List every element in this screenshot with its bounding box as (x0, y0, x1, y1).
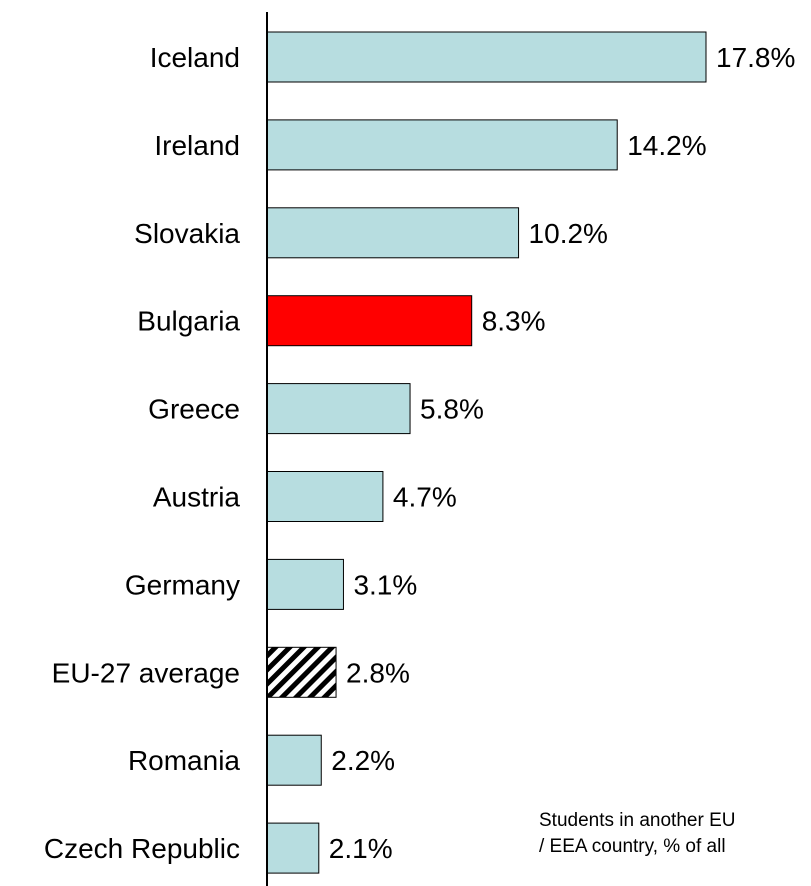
bar-czech-republic (266, 822, 320, 874)
value-label-romania: 2.2% (331, 745, 395, 776)
bar-austria (266, 471, 384, 522)
bar-greece (266, 383, 411, 435)
value-label-germany: 3.1% (353, 569, 417, 600)
bars-group (266, 31, 707, 874)
category-label-greece: Greece (148, 394, 240, 425)
footnote-line-1: Students in another EU (539, 810, 736, 831)
bar-germany (266, 558, 344, 610)
value-label-bulgaria: 8.3% (482, 306, 546, 337)
category-label-germany: Germany (125, 569, 240, 600)
chart-footnote: Students in another EU / EEA country, % … (539, 808, 809, 860)
value-label-czech-republic: 2.1% (329, 833, 393, 864)
category-label-iceland: Iceland (150, 42, 240, 73)
bar-slovakia (266, 207, 520, 259)
bar-iceland (266, 31, 707, 83)
category-label-romania: Romania (128, 745, 240, 776)
bar-ireland (266, 119, 618, 171)
category-label-bulgaria: Bulgaria (137, 306, 240, 337)
value-label-greece: 5.8% (420, 394, 484, 425)
category-label-ireland: Ireland (154, 130, 240, 161)
category-label-czech-republic: Czech Republic (44, 833, 240, 864)
bar-romania (266, 734, 322, 786)
category-label-austria: Austria (153, 482, 241, 513)
labels-group: Iceland 17.8% Ireland 14.2% Slovakia 10.2% Bul… (44, 42, 796, 864)
footnote-line-2: / EEA country, % of all (539, 836, 726, 857)
value-label-slovakia: 10.2% (529, 218, 608, 249)
value-label-austria: 4.7% (393, 482, 457, 513)
value-label-iceland: 17.8% (716, 42, 795, 73)
bar-bulgaria (266, 295, 473, 347)
category-label-eu-27-average: EU-27 average (52, 657, 240, 688)
value-label-eu-27-average: 2.8% (346, 657, 410, 688)
value-label-ireland: 14.2% (627, 130, 706, 161)
category-label-slovakia: Slovakia (134, 218, 240, 249)
bar-eu-27-average (266, 646, 337, 698)
